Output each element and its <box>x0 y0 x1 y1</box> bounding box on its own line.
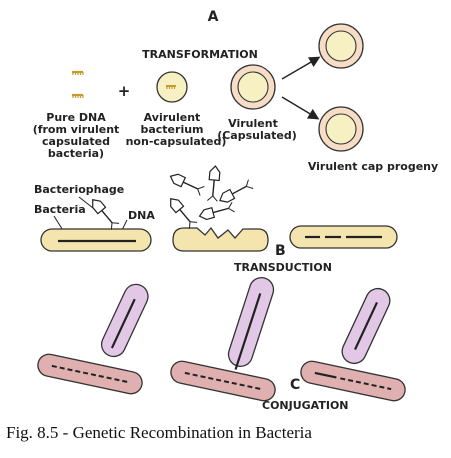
bacteriophage-icon <box>92 199 120 230</box>
panel-transformation: A TRANSFORMATION + Pure DNA (from virule… <box>33 9 438 173</box>
panel-a-letter: A <box>208 9 219 25</box>
bacteriophage-icon <box>170 198 198 229</box>
avirulent-label-2: bacterium <box>140 123 203 136</box>
avirulent-cell <box>156 71 188 103</box>
pure-dna-label-3: capsulated <box>42 135 110 148</box>
progeny-cell-bottom <box>318 106 364 152</box>
progeny-cell-top <box>318 23 364 69</box>
pure-dna-label-2: (from virulent <box>33 123 120 136</box>
bacteria-label: Bacteria <box>34 203 86 216</box>
bacteriophage-icon <box>207 165 221 202</box>
recipient-bacterium <box>289 225 398 249</box>
transduction-title: TRANSDUCTION <box>234 261 332 274</box>
progeny-label: Virulent cap progeny <box>308 160 438 173</box>
panel-transduction: Bacteriophage Bacteria DNA <box>34 165 398 274</box>
arrow-icon <box>281 96 320 120</box>
pure-dna-label-4: bacteria) <box>48 147 104 160</box>
virulent-label-2: (Capsulated) <box>217 129 297 142</box>
bacteriophage-label: Bacteriophage <box>34 183 124 196</box>
lysed-bacterium <box>172 226 269 252</box>
virulent-label-1: Virulent <box>228 117 278 130</box>
bacteriophage-icon <box>169 173 205 196</box>
panel-b-letter: B <box>275 243 286 259</box>
dna-fragment-icon <box>72 70 84 98</box>
pure-dna-label-1: Pure DNA <box>46 111 106 124</box>
bacteriophage-icon <box>219 179 254 203</box>
plus-sign: + <box>118 82 131 100</box>
conjugation-pair-3 <box>300 287 406 402</box>
virulent-cell <box>230 64 276 110</box>
arrow-icon <box>281 56 321 80</box>
dna-label: DNA <box>128 209 155 222</box>
conjugation-pair-1 <box>37 283 149 395</box>
panel-conjugation: C CONJUGATION <box>37 277 406 412</box>
bacteriophage-icon <box>198 202 235 221</box>
avirulent-label-1: Avirulent <box>144 111 201 124</box>
transformation-title: TRANSFORMATION <box>142 48 258 61</box>
figure-caption: Fig. 8.5 - Genetic Recombination in Bact… <box>6 423 312 442</box>
panel-c-letter: C <box>290 377 300 393</box>
avirulent-label-3: non-capsulated) <box>126 135 227 148</box>
conjugation-pair-2 <box>170 277 276 402</box>
conjugation-title: CONJUGATION <box>262 399 349 412</box>
